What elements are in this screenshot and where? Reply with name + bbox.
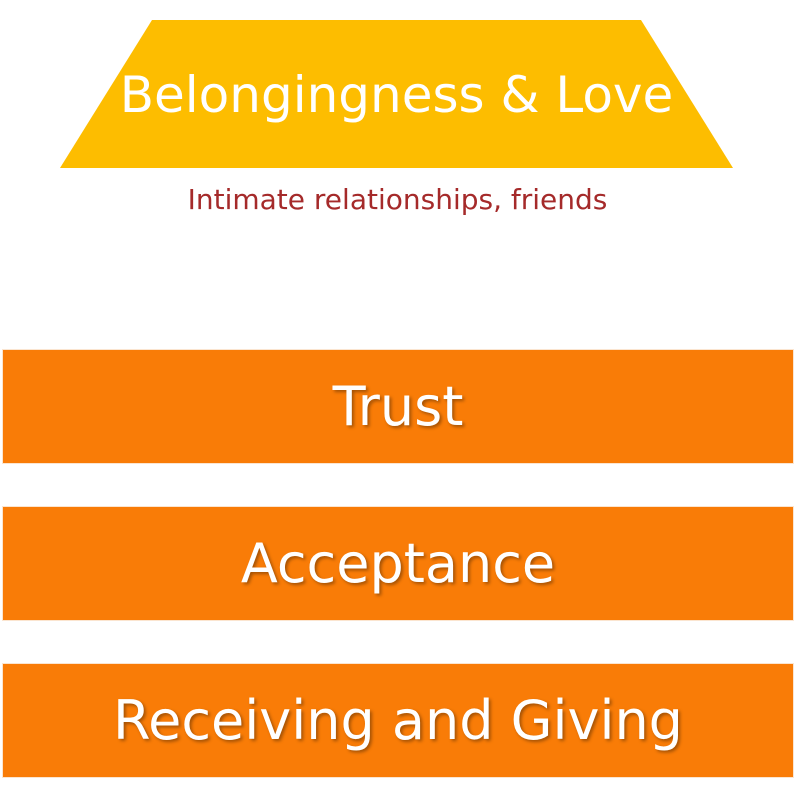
- belongingness-subtitle: Intimate relationships, friends: [187, 183, 608, 216]
- belongingness-title: Belongingness & Love: [119, 66, 674, 124]
- acceptance-label: Acceptance: [240, 532, 556, 595]
- acceptance-bar: Acceptance: [3, 507, 793, 620]
- belongingness-trapezoid: Belongingness & Love: [60, 20, 733, 168]
- trust-bar: Trust: [3, 350, 793, 463]
- trust-label: Trust: [332, 375, 464, 438]
- trapezoid-shape: [60, 20, 733, 168]
- receiving-and-giving-bar: Receiving and Giving: [3, 664, 793, 777]
- receiving-and-giving-label: Receiving and Giving: [113, 689, 683, 752]
